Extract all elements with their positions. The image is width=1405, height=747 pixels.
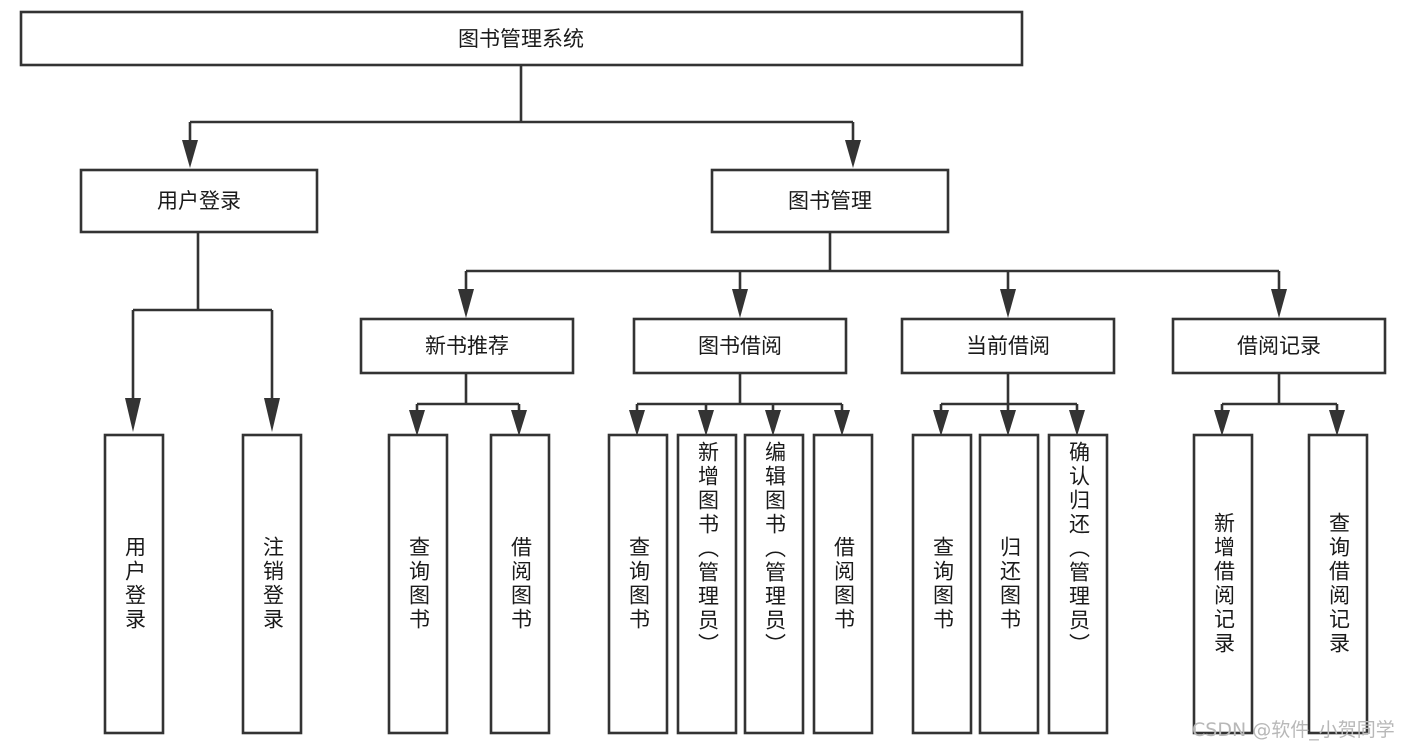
node-current-borrow-label: 当前借阅 <box>966 334 1050 358</box>
csdn-watermark: CSDN @软件_小贺同学 <box>1192 719 1395 741</box>
node-borrow-records-label: 借阅记录 <box>1237 334 1321 358</box>
node-book-management[interactable]: 图书管理 <box>710 168 950 234</box>
leaf-box-borrow-book-2[interactable] <box>812 433 874 735</box>
leaf-box-add-record[interactable] <box>1192 433 1254 735</box>
connector-root-to-level2 <box>182 66 861 168</box>
node-book-borrow-label: 图书借阅 <box>698 334 782 358</box>
leaf-box-query-book-1[interactable] <box>387 433 449 735</box>
connector-records-to-leaves <box>1214 373 1345 436</box>
connector-current-to-leaves <box>933 373 1085 436</box>
leaf-box-edit-book[interactable] <box>743 433 805 735</box>
node-book-borrow[interactable]: 图书借阅 <box>632 317 848 375</box>
node-borrow-records[interactable]: 借阅记录 <box>1171 317 1387 375</box>
node-user-login-label: 用户登录 <box>157 189 241 213</box>
leaf-box-query-book-3[interactable] <box>911 433 973 735</box>
node-book-management-label: 图书管理 <box>788 189 872 213</box>
node-new-book-recommend-label: 新书推荐 <box>425 334 509 358</box>
leaf-box-query-book-2[interactable] <box>607 433 669 735</box>
leaf-box-user-login[interactable] <box>103 433 165 735</box>
leaf-box-logout[interactable] <box>241 433 303 735</box>
node-root[interactable]: 图书管理系统 <box>19 10 1024 67</box>
leaf-box-borrow-book-1[interactable] <box>489 433 551 735</box>
node-new-book-recommend[interactable]: 新书推荐 <box>359 317 575 375</box>
connector-userlogin-to-leaves <box>125 233 280 432</box>
node-root-label: 图书管理系统 <box>458 27 584 51</box>
leaf-box-query-record[interactable] <box>1307 433 1369 735</box>
leaf-box-add-book[interactable] <box>676 433 738 735</box>
node-current-borrow[interactable]: 当前借阅 <box>900 317 1116 375</box>
connector-newbook-to-leaves <box>409 373 527 436</box>
leaf-box-confirm-return[interactable] <box>1047 433 1109 735</box>
connector-bookmgmt-to-level3 <box>458 233 1287 318</box>
leaf-box-return-book[interactable] <box>978 433 1040 735</box>
connector-borrow-to-leaves <box>629 373 850 436</box>
node-user-login[interactable]: 用户登录 <box>79 168 319 234</box>
